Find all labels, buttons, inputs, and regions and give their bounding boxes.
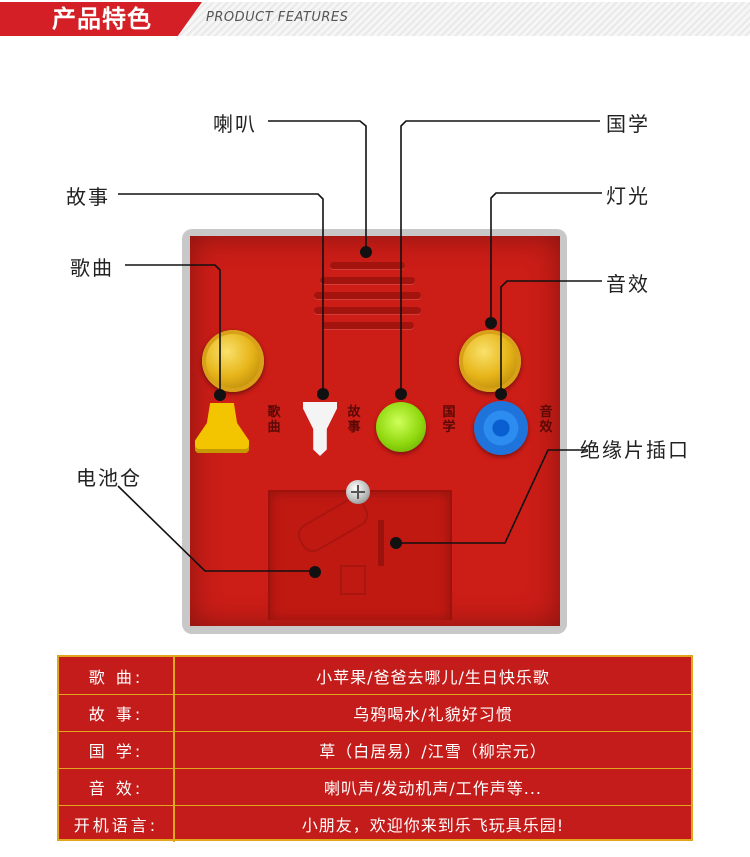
- panel-label-story: 故事: [347, 405, 361, 435]
- guoxue-dot: [395, 388, 407, 400]
- panel-label-sound-effect: 音效: [539, 405, 553, 435]
- table-row: 音 效: 喇叭声/发动机声/工作声等...: [59, 768, 691, 806]
- table-cell-label: 开机语言:: [59, 805, 175, 842]
- table-cell-label: 国 学:: [59, 731, 175, 768]
- table-cell-value: 小苹果/爸爸去哪儿/生日快乐歌: [316, 667, 550, 687]
- table-cell-value: 乌鸦喝水/礼貌好习惯: [353, 704, 513, 724]
- table-row: 故 事: 乌鸦喝水/礼貌好习惯: [59, 694, 691, 732]
- sound-effect-dot: [495, 388, 507, 400]
- callout-speaker: 喇叭: [213, 112, 257, 136]
- table-row: 歌 曲: 小苹果/爸爸去哪儿/生日快乐歌: [59, 657, 691, 695]
- insulator-slot[interactable]: [378, 520, 384, 566]
- speaker-slot: [320, 277, 415, 284]
- recycle-bin-icon: [340, 565, 366, 595]
- guoxue-leader-line: [400, 120, 600, 390]
- callout-lines: [117, 120, 602, 578]
- song-leader-line: [125, 264, 221, 392]
- callout-story: 故事: [66, 185, 110, 209]
- screw-icon: [346, 480, 370, 504]
- story-leader-line: [118, 193, 324, 390]
- insulator-dot: [390, 537, 402, 549]
- table-cell-label: 故 事:: [59, 694, 175, 731]
- sound-effect-leader-line: [500, 280, 602, 392]
- speaker-slot: [314, 307, 421, 314]
- page-title: 产品特色: [52, 5, 152, 33]
- speaker-leader-line: [268, 120, 367, 250]
- left-light: [202, 330, 264, 392]
- panel-label-guoxue: 国学: [442, 405, 456, 435]
- song-dot: [214, 389, 226, 401]
- right-light: [459, 330, 521, 392]
- callout-guoxue: 国学: [606, 112, 650, 136]
- panel-label-song: 歌曲: [267, 405, 281, 435]
- story-dot: [317, 388, 329, 400]
- guoxue-button[interactable]: [376, 402, 426, 452]
- callout-sound-effect: 音效: [606, 272, 650, 296]
- callout-insulator: 绝缘片插口: [580, 438, 690, 462]
- speaker-slot: [322, 322, 414, 329]
- table-cell-value: 小朋友，欢迎你来到乐飞玩具乐园!: [301, 815, 565, 835]
- table-row: 国 学: 草（白居易）/江雪（柳宗元）: [59, 731, 691, 769]
- table-cell-value: 草（白居易）/江雪（柳宗元）: [319, 741, 547, 761]
- table-row: 开机语言: 小朋友，欢迎你来到乐飞玩具乐园!: [59, 805, 691, 842]
- table-cell-label: 音 效:: [59, 768, 175, 805]
- table-cell-label: 歌 曲:: [59, 657, 175, 694]
- speaker-slot: [330, 262, 405, 269]
- callout-light: 灯光: [606, 184, 650, 208]
- insulator-leader-line: [398, 449, 588, 544]
- callout-battery: 电池仓: [76, 466, 142, 490]
- sound-effect-button[interactable]: [474, 401, 528, 455]
- header-tab: [0, 2, 202, 36]
- page-subtitle: PRODUCT FEATURES: [206, 10, 349, 25]
- light-dot: [485, 317, 497, 329]
- feature-table: 歌 曲: 小苹果/爸爸去哪儿/生日快乐歌 故 事: 乌鸦喝水/礼貌好习惯 国 学…: [57, 655, 693, 842]
- callout-song: 歌曲: [70, 256, 114, 280]
- light-leader-line: [490, 192, 602, 320]
- battery-leader-line: [117, 485, 313, 572]
- battery-dot: [309, 566, 321, 578]
- speaker-slot: [314, 292, 421, 299]
- battery-door[interactable]: [268, 490, 452, 620]
- speaker-dot: [360, 246, 372, 258]
- table-cell-value: 喇叭声/发动机声/工作声等...: [323, 778, 543, 798]
